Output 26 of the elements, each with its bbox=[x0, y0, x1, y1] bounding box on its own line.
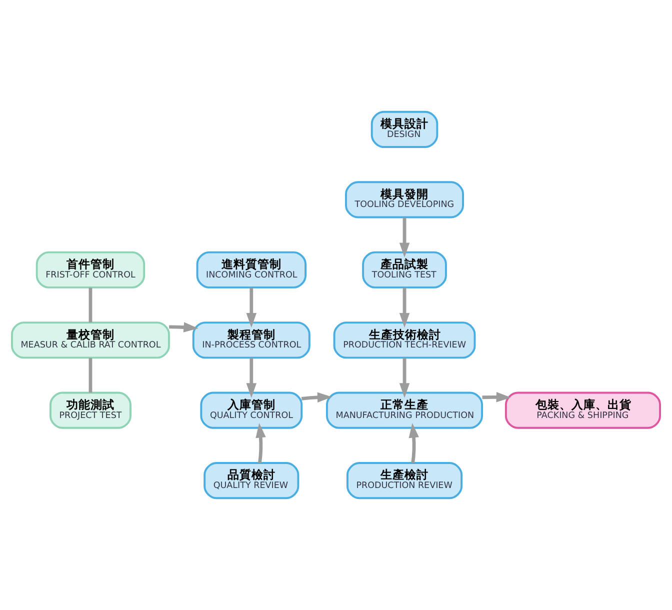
node-box: 生產檢討 PRODUCTION REVIEW bbox=[346, 462, 463, 500]
node-box: 模具發開 TOOLING DEVELOPING bbox=[345, 181, 464, 218]
node-box: 模具設計 DESIGN bbox=[370, 110, 438, 148]
node-box: 量校管制 MEASUR & CALIB RAT CONTROL bbox=[11, 322, 170, 359]
node-box: 正常生產 MANUFACTURING PRODUCTION bbox=[326, 392, 484, 429]
node-box: 製程管制 IN-PROCESS CONTROL bbox=[192, 322, 310, 359]
arrow bbox=[408, 423, 419, 464]
node-box: 首件管制 FRIST-OFF CONTROL bbox=[36, 251, 146, 288]
node-box: 包裝、入庫、出貨 PACKING & SHIPPING bbox=[504, 392, 661, 429]
arrow bbox=[246, 288, 257, 328]
arrow bbox=[482, 392, 512, 402]
arrow bbox=[169, 322, 198, 332]
node-box: 產品試製 TOOLING TEST bbox=[362, 251, 447, 288]
connector bbox=[88, 288, 92, 322]
arrow bbox=[399, 288, 410, 328]
node-box: 功能測試 PROJECT TEST bbox=[50, 392, 132, 429]
node-box: 進料質管制 INCOMING CONTROL bbox=[196, 251, 306, 288]
arrow bbox=[256, 423, 266, 464]
arrow bbox=[399, 358, 410, 398]
connector bbox=[88, 358, 92, 393]
arrow bbox=[301, 392, 332, 402]
node-box: 生產技術檢討 PRODUCTION TECH-REVIEW bbox=[333, 322, 476, 359]
node-box: 入庫管制 QUALITY CONTROL bbox=[200, 392, 303, 429]
arrow bbox=[399, 218, 410, 258]
arrow bbox=[246, 358, 257, 398]
node-box: 品質檢討 QUALITY REVIEW bbox=[204, 462, 300, 500]
